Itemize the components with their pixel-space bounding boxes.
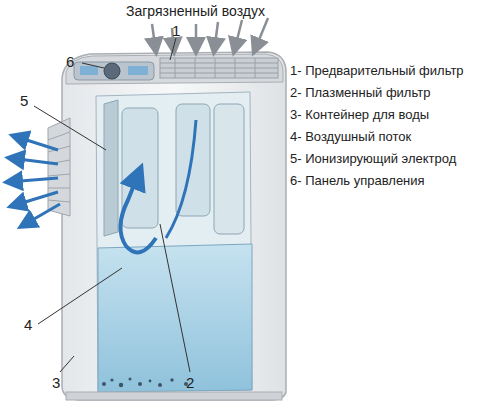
callout-number: 5 (20, 92, 28, 109)
key-line: 5- Ионизирующий электрод (290, 152, 456, 167)
callout-number: 1 (172, 22, 180, 39)
callout-number: 3 (52, 374, 60, 391)
callout-number: 2 (186, 374, 194, 391)
air-label: Загрязненный воздух (126, 3, 265, 19)
key-line: 6- Панель управления (290, 174, 425, 189)
callout-number: 6 (66, 53, 74, 70)
key-line: 4- Воздушный поток (290, 130, 411, 145)
key-line: 2- Плазменный фильтр (290, 86, 430, 101)
key-line: 1- Предварительный фильтр (290, 64, 464, 79)
callout-number: 4 (24, 316, 32, 333)
key-line: 3- Контейнер для воды (290, 108, 429, 123)
